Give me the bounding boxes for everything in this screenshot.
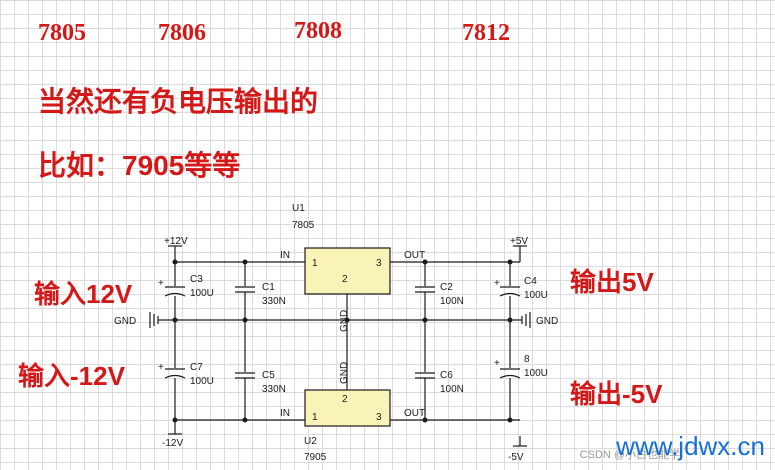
c3-plus: + <box>158 278 164 289</box>
c2-ref: C2 <box>440 282 453 293</box>
u2-body <box>304 389 391 427</box>
c4-value: 100U <box>524 290 548 301</box>
u2-in-label: IN <box>280 408 290 419</box>
input-neg-label: 输入-12V <box>18 361 125 391</box>
c4-ref: C4 <box>524 276 537 287</box>
model-7806: 7806 <box>158 20 206 46</box>
rail-pos-in: +12V <box>164 236 188 247</box>
c4-plus: + <box>494 278 500 289</box>
rail-neg-in: -12V <box>162 438 183 449</box>
u1-ref: U1 <box>292 203 305 214</box>
c6-value: 100N <box>440 384 464 395</box>
u2-pin1: 1 <box>312 412 318 423</box>
u2-ref: U2 <box>304 436 317 447</box>
u1-pin1: 1 <box>312 258 318 269</box>
c7-value: 100U <box>190 376 214 387</box>
u1-out-label: OUT <box>404 250 425 261</box>
c3-value: 100U <box>190 288 214 299</box>
c8-ref: 8 <box>524 354 530 365</box>
u1-pin2: 2 <box>342 274 348 285</box>
u2-gnd-label: GND <box>339 362 350 384</box>
u1-gnd-label: GND <box>339 310 350 332</box>
rail-pos-out: +5V <box>510 236 528 247</box>
c8-plus: + <box>494 358 500 369</box>
c7-ref: C7 <box>190 362 203 373</box>
u1-body <box>304 247 391 295</box>
u2-pin2: 2 <box>342 394 348 405</box>
c3-ref: C3 <box>190 274 203 285</box>
c5-ref: C5 <box>262 370 275 381</box>
c8-value: 100U <box>524 368 548 379</box>
model-7808: 7808 <box>294 18 342 44</box>
u1-pin3: 3 <box>376 258 382 269</box>
model-7812: 7812 <box>462 20 510 46</box>
c5-value: 330N <box>262 384 286 395</box>
c1-ref: C1 <box>262 282 275 293</box>
heading-line2: 比如：7905等等 <box>38 150 241 181</box>
model-7805: 7805 <box>38 20 86 46</box>
gnd-right-label: GND <box>536 316 558 327</box>
c7-plus: + <box>158 362 164 373</box>
site-watermark: www.jdwx.cn <box>616 431 765 461</box>
u2-out-label: OUT <box>404 408 425 419</box>
output-pos-label: 输出5V <box>570 267 654 297</box>
rail-neg-out: -5V <box>508 452 524 463</box>
c1-value: 330N <box>262 296 286 307</box>
u2-pin3: 3 <box>376 412 382 423</box>
input-pos-label: 输入12V <box>34 279 133 309</box>
u1-part: 7805 <box>292 220 315 231</box>
heading-line1: 当然还有负电压输出的 <box>38 86 319 117</box>
u2-part: 7905 <box>304 452 327 463</box>
u1-in-label: IN <box>280 250 290 261</box>
c6-ref: C6 <box>440 370 453 381</box>
gnd-left-label: GND <box>114 316 136 327</box>
c2-value: 100N <box>440 296 464 307</box>
output-neg-label: 输出-5V <box>570 379 663 409</box>
csdn-watermark: CSDN @小白也能学 <box>579 449 680 461</box>
